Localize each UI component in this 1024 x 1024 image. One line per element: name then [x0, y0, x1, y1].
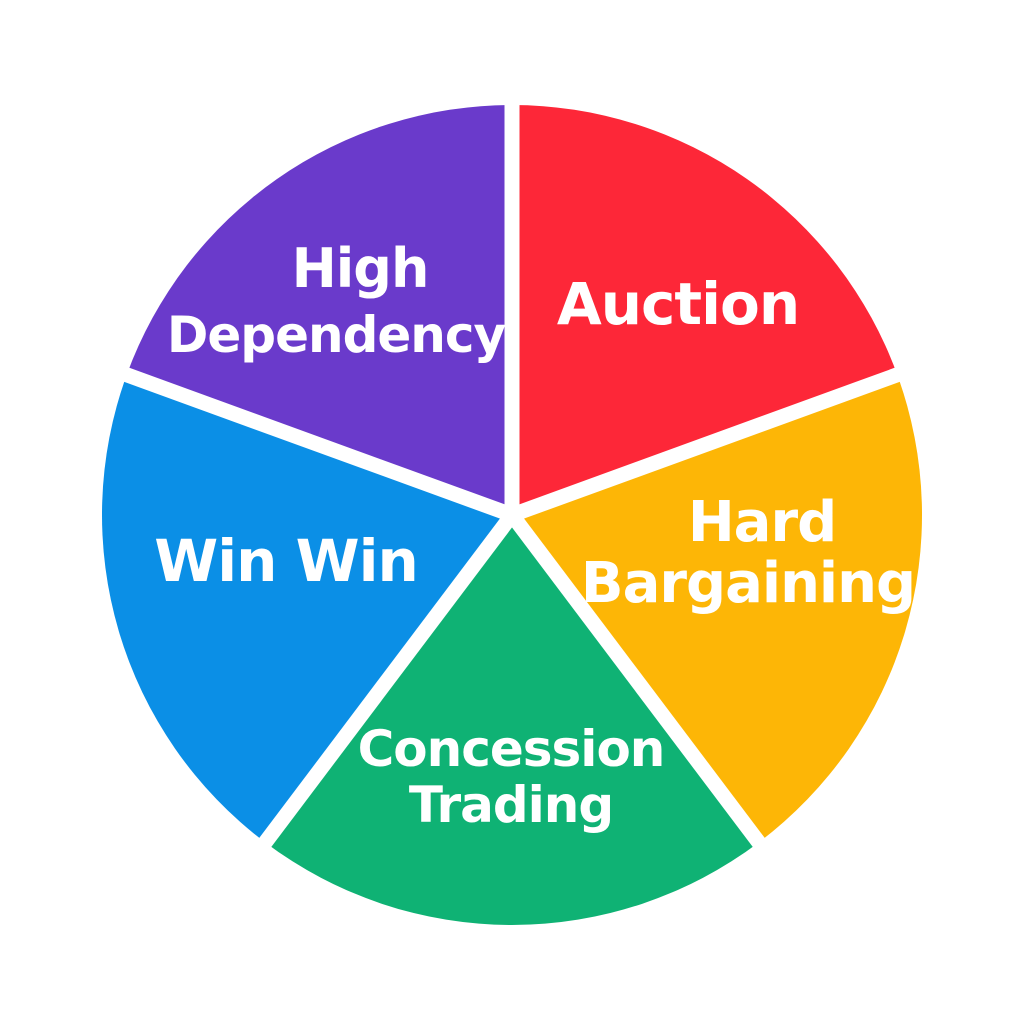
slice-divider — [104, 360, 515, 523]
slice-label-high-dependency-line1: High — [292, 237, 429, 300]
pie-slice-high-dependency — [126, 105, 513, 515]
pie-slice-hard-bargaining — [512, 374, 922, 843]
slice-label-concession-trading-line1: Concession — [358, 720, 665, 778]
pie-slice-auction — [512, 105, 898, 515]
slice-divider — [246, 510, 518, 864]
pie-slice-concession-trading — [265, 515, 759, 925]
slice-label-hard-bargaining-line2: Bargaining — [581, 551, 915, 616]
slice-label-win-win: Win Win — [154, 527, 418, 595]
slice-divider — [506, 510, 778, 864]
pie-slice-win-win — [101, 374, 512, 843]
slice-label-concession-trading-line2: Trading — [409, 776, 613, 834]
slice-label-auction: Auction — [557, 270, 799, 338]
slice-label-hard-bargaining-line1: Hard — [688, 490, 836, 555]
slice-divider — [509, 360, 920, 523]
slice-label-high-dependency-line2: Dependency — [167, 306, 506, 364]
